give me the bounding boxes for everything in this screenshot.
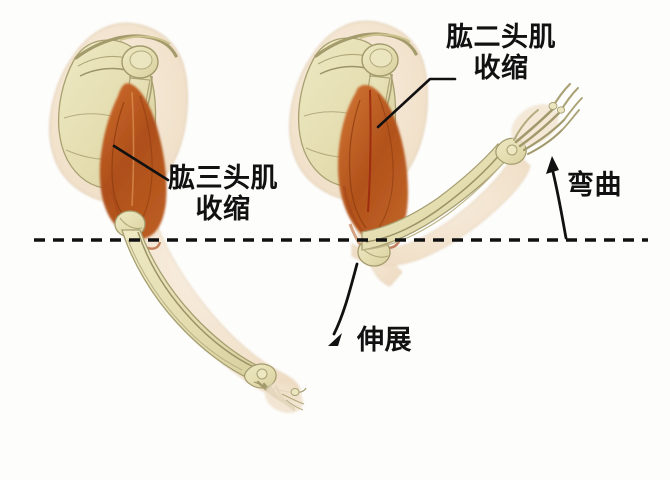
shoulder-joint-right (361, 43, 399, 107)
label-biceps-contraction: 肱二头肌 收缩 (446, 22, 556, 85)
arm-extended (49, 22, 307, 414)
arm-flexed (289, 20, 583, 287)
label-triceps-contraction: 肱三头肌 收缩 (168, 163, 278, 226)
triceps-leader-line (112, 144, 170, 182)
extension-arrow (328, 262, 359, 346)
label-extension: 伸展 (357, 325, 412, 356)
hand-right (511, 82, 583, 155)
label-flexion: 弯曲 (567, 170, 622, 201)
biceps-leader-line (376, 77, 457, 129)
clavicle-left (74, 34, 178, 60)
clavicle-right (314, 32, 418, 58)
biceps-muscle (338, 84, 408, 260)
flexion-arrow (546, 156, 568, 240)
shoulder-joint-left (121, 45, 159, 109)
wrist-left (244, 363, 277, 389)
triceps-muscle (99, 83, 167, 250)
hand-left (253, 380, 307, 414)
